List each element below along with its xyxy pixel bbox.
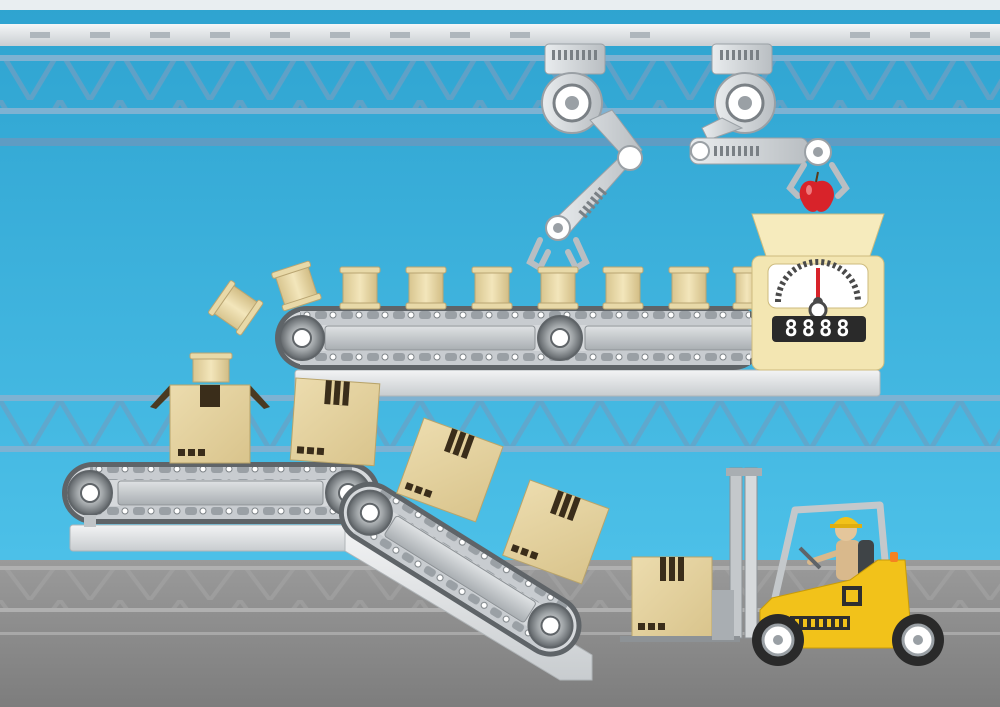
cardboard-box-icon — [150, 384, 270, 464]
spool-icon — [405, 266, 447, 310]
warning-light — [890, 552, 898, 562]
middle-truss — [0, 395, 1000, 452]
spool-icon — [189, 352, 233, 383]
spool-icon — [602, 266, 644, 310]
upper-truss — [0, 55, 1000, 146]
scale-display — [772, 316, 866, 342]
forklift-icon — [620, 467, 944, 666]
cardboard-box-icon — [395, 417, 504, 523]
cardboard-boxes — [150, 377, 713, 638]
upper-platform — [294, 369, 881, 397]
gripper-icon — [786, 138, 850, 199]
cardboard-box-icon — [501, 479, 610, 585]
spool-icon — [471, 266, 513, 310]
cardboard-box-icon — [631, 556, 713, 638]
spool-icon — [537, 266, 579, 310]
weighing-scale-icon: 8888 — [751, 213, 885, 371]
spool-icon — [271, 260, 322, 312]
scale-digits: 8888 — [785, 317, 854, 342]
gripper-icon — [526, 215, 590, 273]
conveyor-belt-icon — [62, 462, 380, 527]
spools — [189, 260, 760, 383]
apple-icon — [799, 171, 835, 212]
spool-icon — [208, 280, 264, 336]
cardboard-box-icon — [289, 377, 381, 467]
robot-arm-icon — [526, 43, 643, 273]
spool-icon — [668, 266, 710, 310]
spool-icon — [339, 266, 381, 310]
worker-icon — [807, 517, 862, 580]
ceiling-rail — [0, 0, 1000, 46]
robot-arm-icon — [689, 43, 850, 212]
conveyor-belt-icon — [338, 481, 582, 657]
conveyor-belt-icon — [275, 306, 765, 370]
